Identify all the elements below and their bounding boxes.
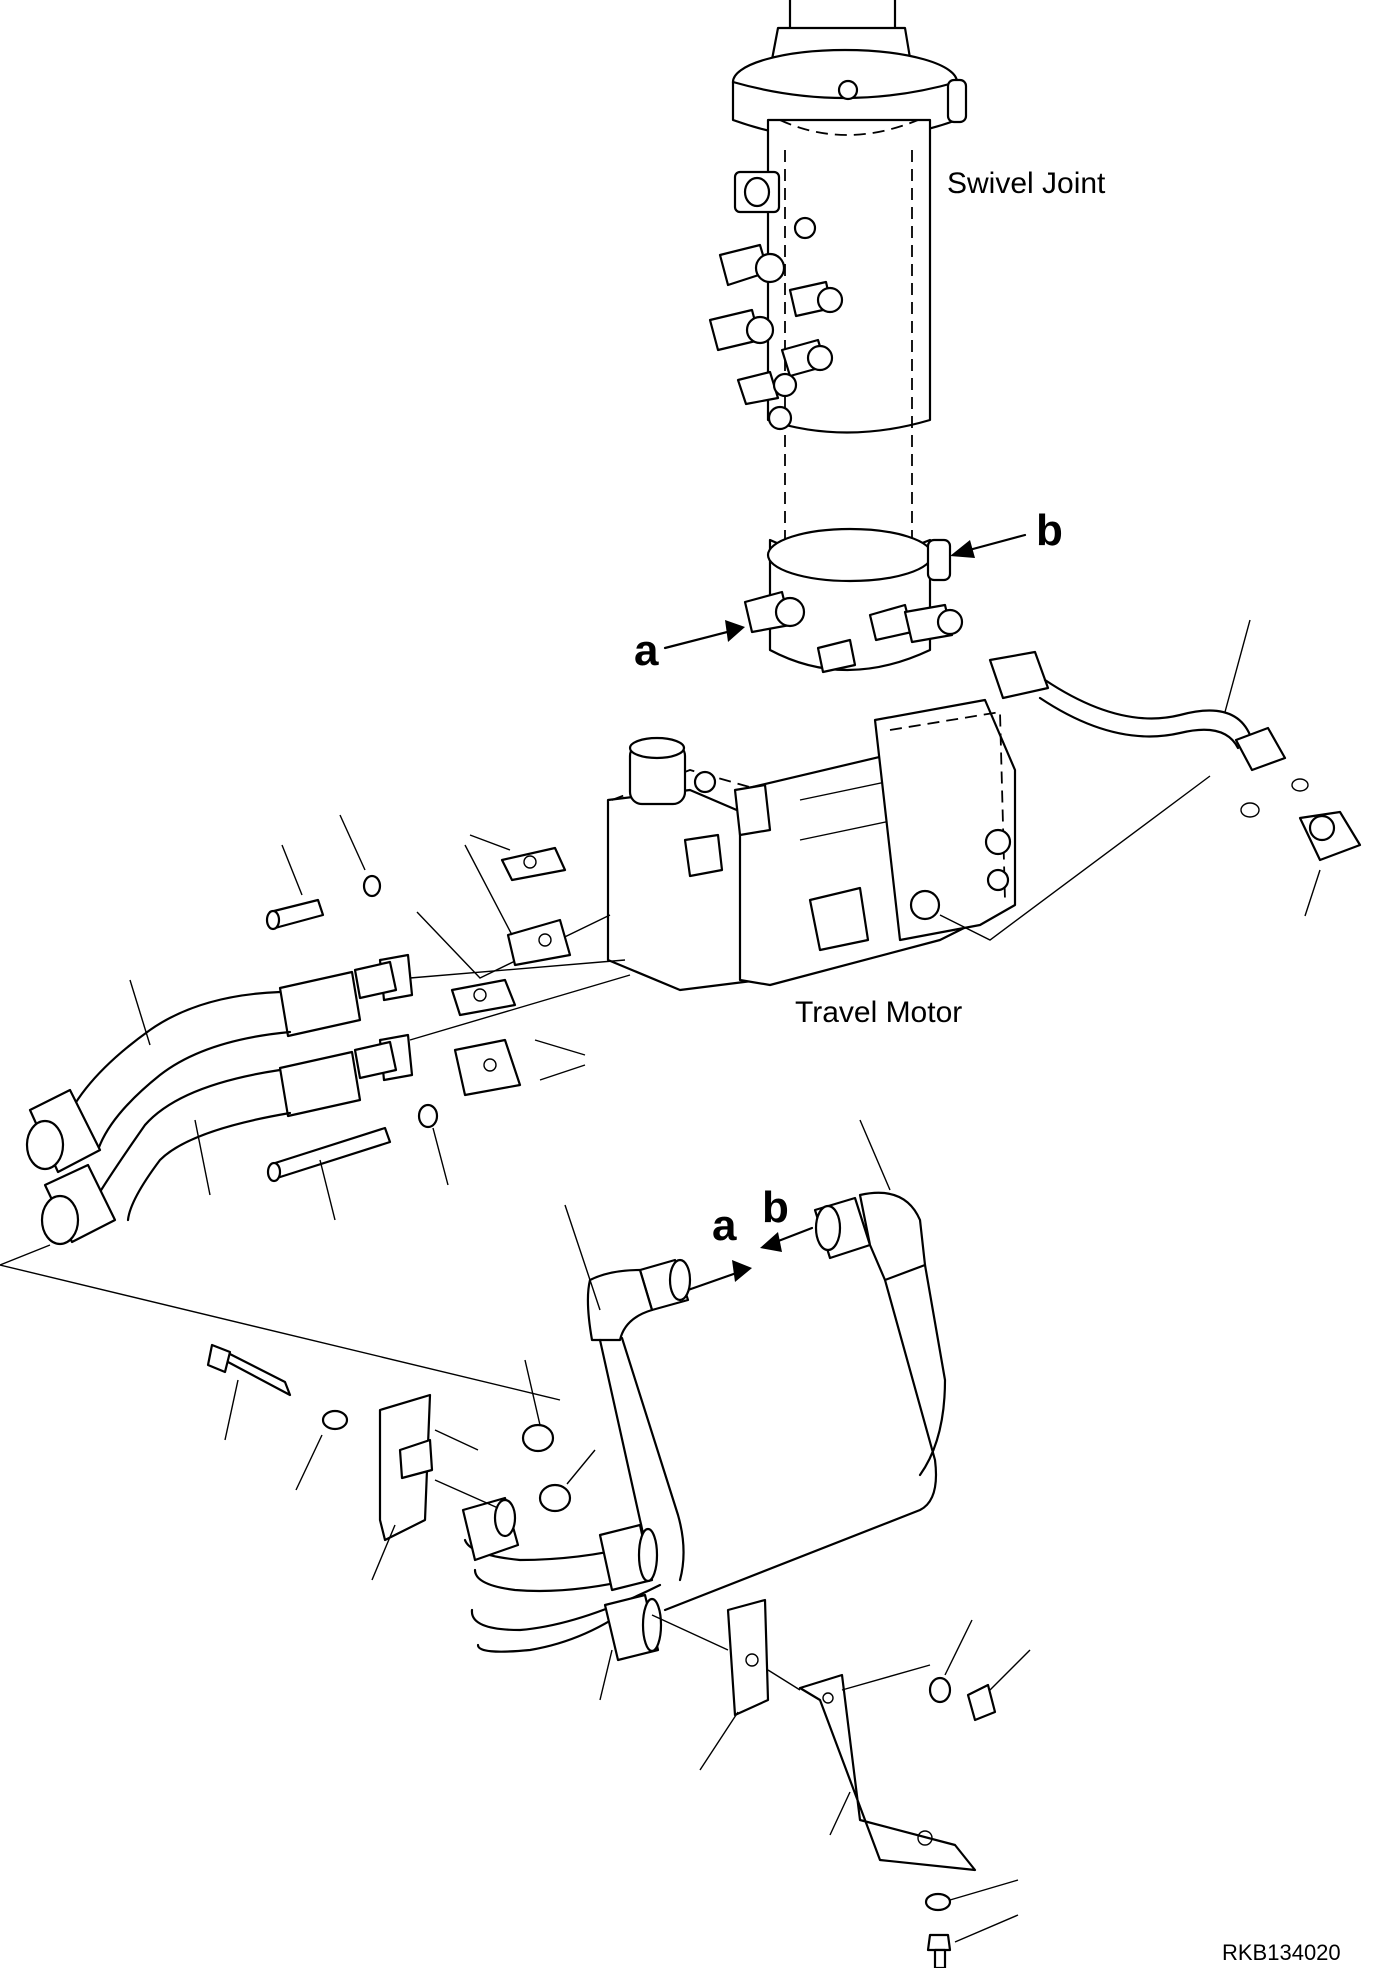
port-label-b-bottom: b — [762, 1183, 789, 1232]
steel-tube-assembly — [461, 1119, 947, 1701]
o-rings — [521, 1359, 596, 1513]
port-label-a-top: a — [634, 626, 659, 675]
lower-flange-bolt — [266, 1103, 449, 1221]
port-arrow-a-bottom: a — [686, 1201, 752, 1292]
swivel-fitting-group — [708, 79, 964, 674]
swivel-joint-label: Swivel Joint — [947, 167, 1106, 200]
port-label-a-bottom: a — [712, 1201, 737, 1250]
swivel-drain-hose — [988, 619, 1362, 917]
split-flange-clamps-lower — [450, 978, 586, 1097]
upper-flange-bolt — [265, 814, 382, 931]
port-arrow-b-top: b — [950, 506, 1063, 558]
port-arrow-b-bottom: b — [760, 1183, 814, 1252]
drawing-id-label: RKB134020 — [1222, 1940, 1341, 1965]
left-clamp-bracket — [206, 1343, 499, 1581]
swivel-joint: Swivel Joint — [708, 0, 1106, 674]
port-arrow-a-top: a — [634, 620, 745, 675]
motor-hoses-left — [25, 953, 414, 1246]
travel-motor: Travel Motor — [606, 698, 1017, 1029]
split-flange-clamps-upper — [464, 834, 572, 967]
travel-motor-label: Travel Motor — [795, 996, 962, 1029]
lower-clamp-bracket — [651, 1598, 1031, 1968]
port-label-b-top: b — [1036, 506, 1063, 555]
